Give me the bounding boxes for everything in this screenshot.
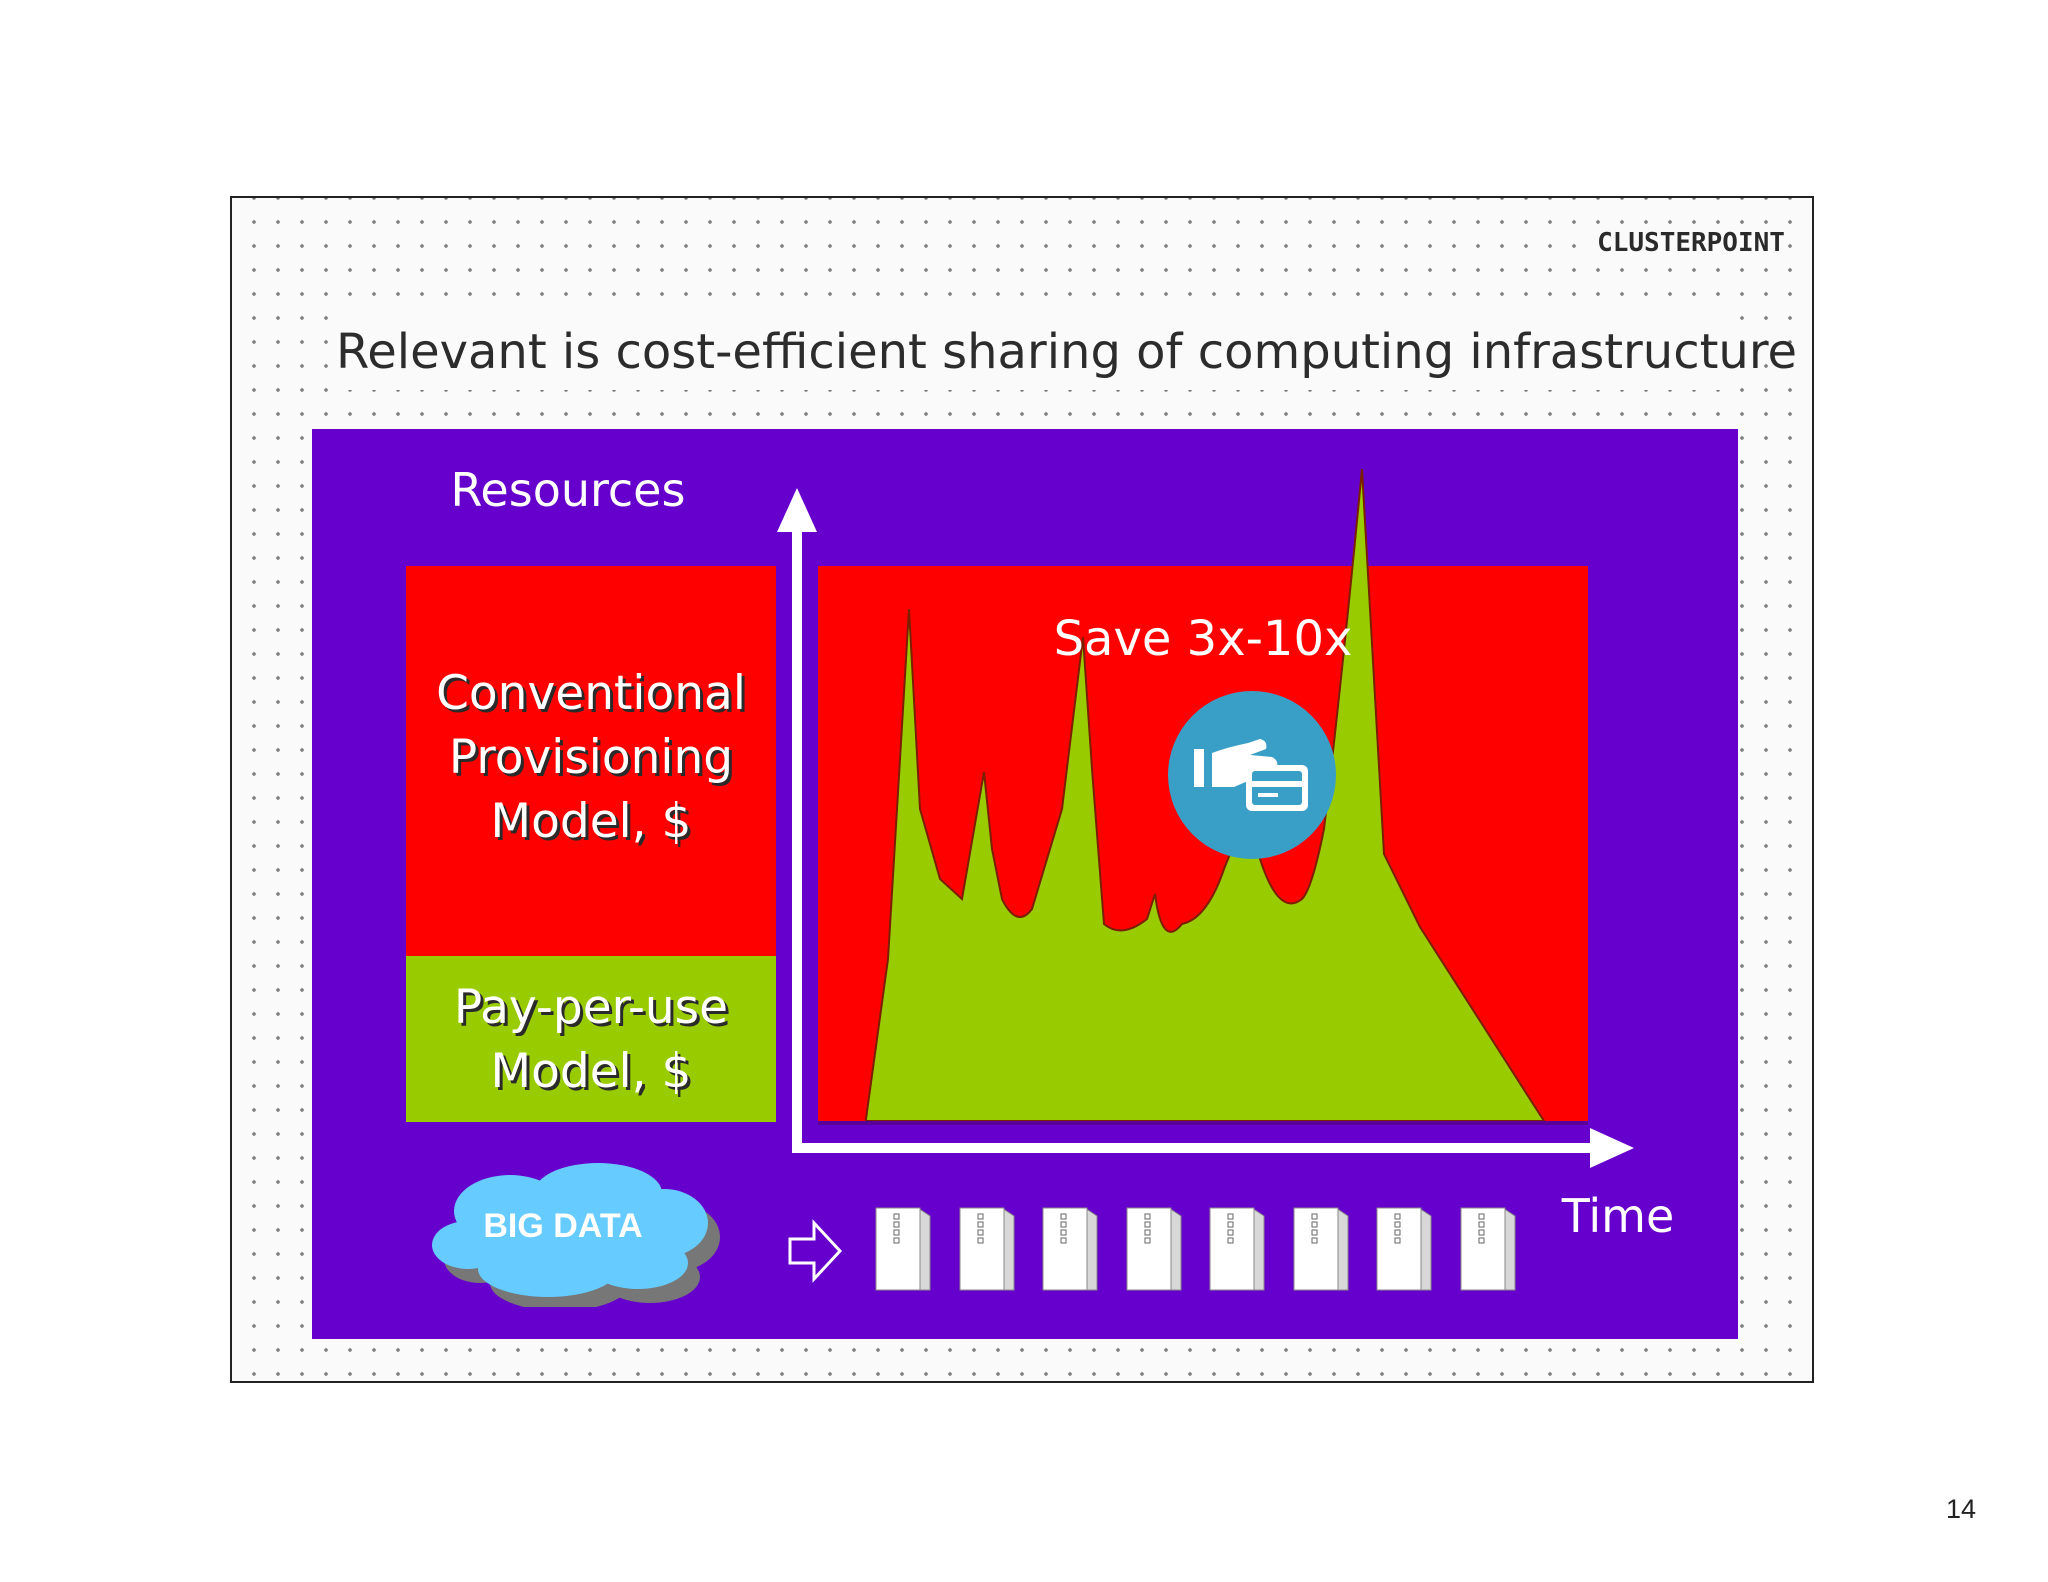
clusterpoint-logo: CLUSTERPOINT [1596, 226, 1786, 260]
x-axis-arrowhead [1590, 1128, 1634, 1168]
y-axis-line [792, 519, 802, 1153]
conventional-line-2: Provisioning [448, 730, 734, 785]
server-icon [875, 1207, 931, 1291]
pay-per-use-line-1: Pay-per-use [453, 980, 729, 1035]
server-icon [1376, 1207, 1432, 1291]
conventional-line-3: Model, $ [490, 794, 692, 849]
big-data-label: BIG DATA [483, 1207, 643, 1245]
diagram-panel: Resources Conventional Provisioning Mode… [312, 429, 1738, 1339]
server-icon [1293, 1207, 1348, 1291]
page-number: 14 [1946, 1494, 1977, 1524]
pay-per-use-box: Pay-per-use Model, $ [406, 956, 776, 1122]
y-axis-arrowhead [777, 488, 817, 532]
slide-title: Relevant is cost-efficient sharing of co… [328, 314, 1797, 390]
conventional-provisioning-box: Conventional Provisioning Model, $ [406, 566, 776, 956]
hand-card-payment-icon [1168, 691, 1336, 859]
slide: CLUSTERPOINT Relevant is cost-efficient … [230, 196, 1814, 1383]
server-icon [1460, 1207, 1515, 1291]
big-data-cloud: BIG DATA [428, 1157, 730, 1311]
x-axis-line [792, 1143, 1598, 1153]
server-icon [1209, 1207, 1265, 1291]
server-icon [1042, 1207, 1098, 1291]
conventional-provisioning-label: Conventional Provisioning Model, $ [406, 662, 776, 854]
pay-per-use-line-2: Model, $ [490, 1044, 692, 1099]
usage-area [865, 468, 1546, 1122]
arrow-right-icon [788, 1219, 843, 1283]
y-axis-label: Resources [450, 463, 686, 517]
server-icon [1126, 1207, 1181, 1291]
conventional-line-1: Conventional [436, 666, 746, 721]
server-icon [959, 1207, 1014, 1291]
cloud-icon [432, 1163, 720, 1311]
usage-chart [777, 468, 1634, 1168]
savings-label: Save 3x-10x [1053, 611, 1353, 667]
x-axis-label: Time [1561, 1189, 1675, 1243]
pay-per-use-label: Pay-per-use Model, $ [406, 976, 776, 1104]
